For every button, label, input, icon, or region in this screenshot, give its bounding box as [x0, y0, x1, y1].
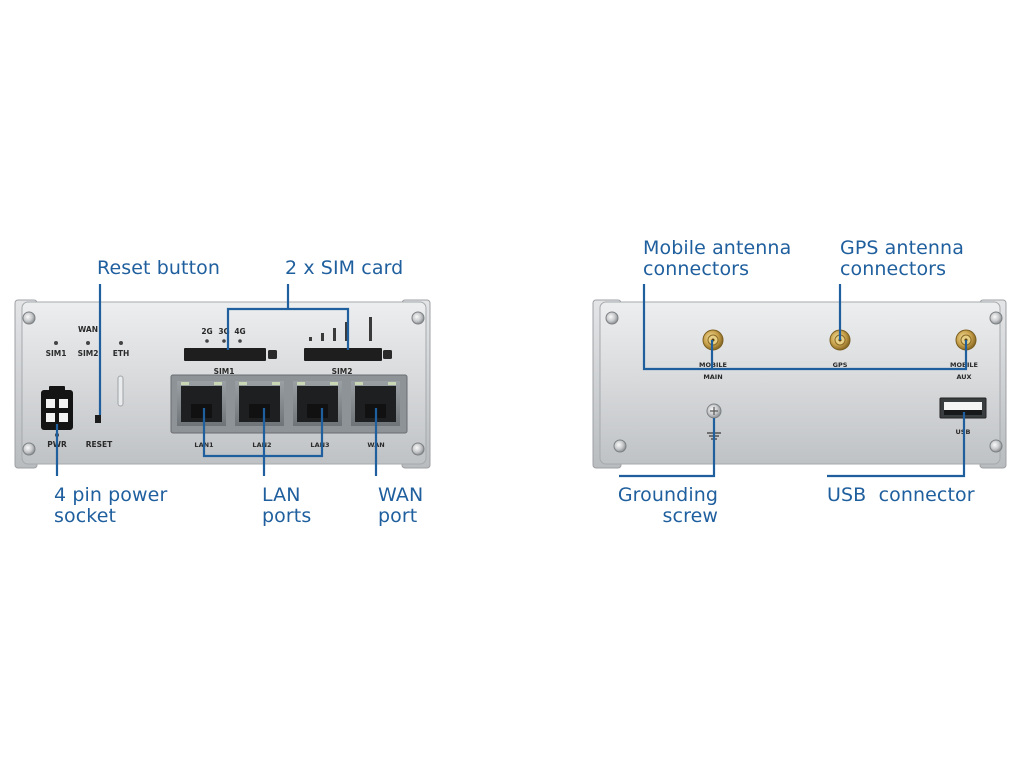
grounding-leader — [619, 418, 716, 478]
net-led-icon — [238, 339, 242, 343]
mobile-aux-label-2: AUX — [956, 373, 971, 381]
lan3-label: LAN3 — [310, 441, 329, 449]
lan1-port[interactable] — [177, 381, 226, 426]
sim2-slot[interactable] — [304, 348, 382, 361]
sim2-led-label: SIM2 — [78, 349, 99, 358]
sim1-led-icon — [54, 341, 58, 345]
front-panel: SIM1 WAN SIM2 ETH 2G 3G 4G SIM1 SIM2 — [14, 299, 431, 469]
screw-icon — [989, 439, 1003, 453]
grounding-callout: Grounding screw — [606, 485, 718, 527]
eth-led-label: ETH — [113, 349, 130, 358]
back-panel: MOBILE MAIN GPS MOBILE AUX — [592, 299, 1007, 469]
power-socket-callout-line2: socket — [54, 505, 117, 527]
eth-led-icon — [119, 341, 123, 345]
net-2g-label: 2G — [201, 327, 212, 336]
wan-port-callout-line2: port — [378, 505, 418, 527]
sim1-led-label: SIM1 — [46, 349, 67, 358]
reset-button[interactable] — [95, 415, 101, 423]
lan-ports-callout: LAN ports — [262, 485, 311, 527]
power-socket-callout: 4 pin power socket — [54, 485, 167, 527]
gps-antenna-callout: GPS antenna connectors — [840, 238, 964, 280]
sim1-slot[interactable] — [184, 348, 266, 361]
mobile-aux-label-1: MOBILE — [950, 361, 978, 369]
back-chassis — [599, 301, 1001, 465]
lan-ports-callout-line1: LAN — [262, 484, 301, 506]
reset-button-callout: Reset button — [97, 257, 220, 279]
sim2-slot-label: SIM2 — [332, 367, 353, 376]
screw-icon — [605, 311, 619, 325]
sim-card-callout: 2 x SIM card — [285, 257, 404, 279]
mobile-antenna-leader — [642, 284, 968, 371]
gps-connector-label: GPS — [833, 361, 848, 369]
wan-port-callout-line1: WAN — [378, 484, 424, 506]
wan-port-callout: WAN port — [378, 485, 423, 527]
mobile-antenna-callout-line2: connectors — [643, 258, 750, 280]
lan2-port[interactable] — [235, 381, 284, 426]
mobile-main-label-2: MAIN — [703, 373, 722, 381]
gps-antenna-callout-line2: connectors — [840, 258, 947, 280]
grounding-callout-line1: Grounding — [617, 484, 718, 506]
usb-connector-callout: USB connector — [827, 484, 975, 506]
gps-antenna-callout-line1: GPS antenna — [840, 237, 964, 259]
mobile-antenna-callout-line1: Mobile antenna — [643, 237, 792, 259]
net-led-icon — [222, 339, 226, 343]
screw-icon — [989, 311, 1003, 325]
screw-icon — [411, 442, 425, 456]
power-socket-callout-line1: 4 pin power — [54, 484, 168, 506]
grounding-screw-icon[interactable] — [706, 403, 722, 419]
power-socket-icon[interactable] — [41, 386, 73, 430]
ethernet-bay — [170, 374, 408, 434]
leader-lines — [55, 284, 968, 478]
usb-leader — [827, 412, 966, 478]
net-3g-label: 3G — [218, 327, 229, 336]
screw-icon — [22, 311, 36, 325]
sim2-slot-eject[interactable] — [383, 350, 392, 359]
screw-icon — [613, 439, 627, 453]
screw-icon — [411, 311, 425, 325]
lan2-label: LAN2 — [252, 441, 271, 449]
grounding-callout-line2: screw — [662, 505, 718, 527]
sim2-led-icon — [86, 341, 90, 345]
lan-ports-callout-line2: ports — [262, 505, 312, 527]
wan-led-label: WAN — [78, 325, 98, 334]
sim1-slot-eject[interactable] — [268, 350, 277, 359]
mobile-antenna-callout: Mobile antenna connectors — [643, 238, 791, 280]
sim1-slot-label: SIM1 — [214, 367, 235, 376]
reset-label: RESET — [86, 440, 113, 449]
screw-icon — [22, 442, 36, 456]
net-led-icon — [205, 339, 209, 343]
net-4g-label: 4G — [234, 327, 245, 336]
light-pipe-icon — [117, 375, 124, 407]
lan3-port[interactable] — [293, 381, 342, 426]
signal-bars-icon — [309, 317, 372, 341]
